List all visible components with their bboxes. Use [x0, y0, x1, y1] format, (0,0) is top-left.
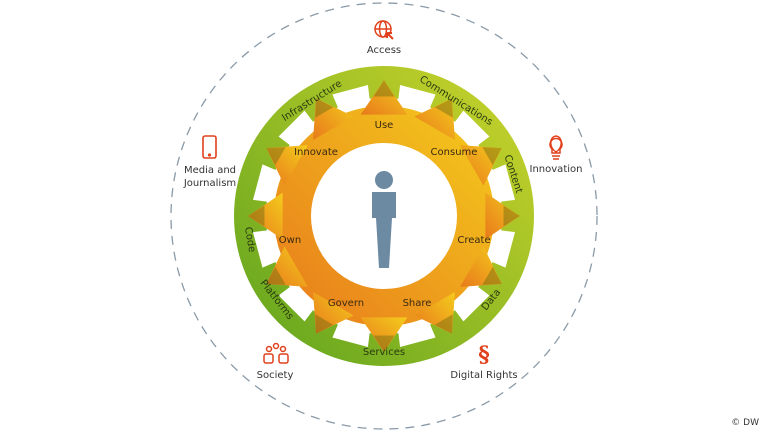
- gear-tooth-overlap: [266, 147, 286, 166]
- gear-tooth: [485, 192, 520, 240]
- copyright: © DW: [731, 418, 759, 428]
- globe-cursor-icon: [374, 20, 394, 40]
- topic-society: Society: [256, 370, 294, 381]
- ring-notch: [455, 110, 490, 145]
- ring-label: Code: [242, 226, 257, 253]
- gear-tooth: [414, 98, 455, 140]
- gear-tooth: [414, 292, 455, 334]
- section-sign-icon: §: [478, 342, 490, 368]
- ring-notch: [398, 84, 436, 108]
- ring-notch: [492, 230, 516, 268]
- ring-label: Services: [363, 347, 405, 358]
- gear-tooth: [266, 145, 308, 186]
- gear-label: Consume: [431, 147, 478, 158]
- ring-notch: [332, 84, 370, 108]
- ring-notch: [332, 324, 370, 348]
- gear-tooth-overlap: [434, 98, 453, 118]
- ring-notch: [278, 110, 313, 145]
- gear-tooth-overlap: [503, 205, 520, 227]
- ring-notch: [252, 230, 276, 268]
- gear-tooth-overlap: [482, 147, 502, 166]
- outer-dashed-circle: [170, 2, 598, 430]
- gear-tooth-overlap: [315, 314, 334, 334]
- ring-notch: [278, 287, 313, 322]
- gear-tooth-overlap: [315, 98, 334, 118]
- gear-tooth-overlap: [266, 266, 286, 285]
- tablet-icon: [202, 135, 217, 159]
- gear-tooth-overlap: [248, 205, 265, 227]
- gear-tooth-overlap: [373, 80, 395, 97]
- gear-tooth: [248, 192, 283, 240]
- gear-tooth-overlap: [434, 314, 453, 334]
- ring-notch: [455, 287, 490, 322]
- topic-digital-rights: Digital Rights: [450, 370, 518, 381]
- gear-label: Use: [375, 120, 394, 131]
- topic-access: Access: [366, 45, 402, 56]
- gear-tooth: [360, 317, 408, 352]
- ring-notch: [398, 324, 436, 348]
- gear-label: Own: [279, 235, 301, 246]
- people-group-icon: [263, 342, 289, 364]
- topic-media-journalism: Media and Journalism: [183, 165, 237, 189]
- gear-tooth: [313, 292, 354, 334]
- gear-label: Innovate: [294, 147, 338, 158]
- gear-label: Create: [457, 235, 490, 246]
- lightbulb-icon: [549, 135, 563, 160]
- ring-notch: [492, 164, 516, 202]
- gear-tooth: [313, 98, 354, 140]
- ring-notch: [252, 164, 276, 202]
- gear-tooth-overlap: [482, 266, 502, 285]
- gear-tooth: [266, 246, 308, 287]
- person-icon: [372, 171, 396, 268]
- gear-label: Govern: [328, 298, 364, 309]
- gear-tooth: [360, 80, 408, 115]
- gear-tooth-overlap: [373, 335, 395, 352]
- topic-innovation: Innovation: [529, 164, 583, 175]
- gear-tooth: [460, 145, 502, 186]
- gear-tooth: [460, 246, 502, 287]
- gear-label: Share: [403, 298, 432, 309]
